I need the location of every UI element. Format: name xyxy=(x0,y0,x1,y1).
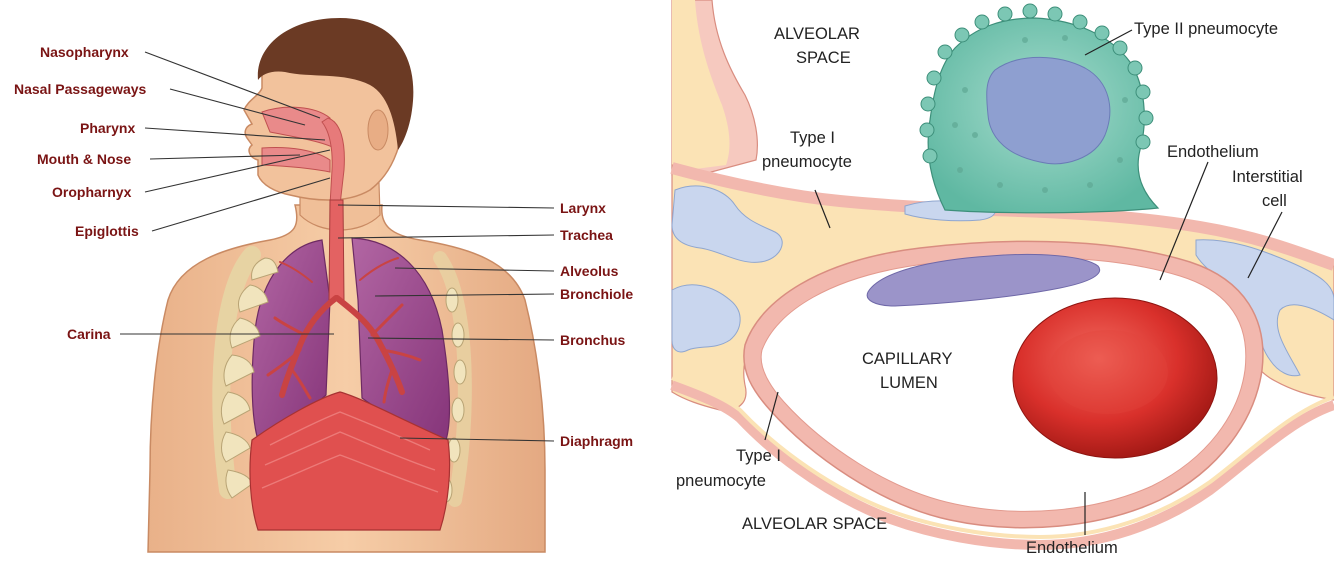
label-bronchus: Bronchus xyxy=(560,332,626,348)
label-epiglottis: Epiglottis xyxy=(75,223,139,239)
label-interstitial-1: Interstitial xyxy=(1232,168,1303,186)
label-pharynx: Pharynx xyxy=(80,120,135,136)
label-type1-top-2: pneumocyte xyxy=(762,153,852,171)
label-nasopharynx: Nasopharynx xyxy=(40,44,129,60)
label-nasal-passageways: Nasal Passageways xyxy=(14,81,147,97)
label-trachea: Trachea xyxy=(560,227,613,243)
label-mouth-nose: Mouth & Nose xyxy=(37,151,131,167)
label-type1-bottom-1: Type I xyxy=(736,447,781,465)
anatomy-illustration xyxy=(148,18,545,552)
label-alveolar-space-top-2: SPACE xyxy=(796,49,851,67)
label-carina: Carina xyxy=(67,326,111,342)
label-capillary-2: LUMEN xyxy=(880,374,938,392)
label-type1-bottom-2: pneumocyte xyxy=(676,472,766,490)
red-blood-cell-center xyxy=(1048,330,1168,414)
label-oropharnyx: Oropharnyx xyxy=(52,184,132,200)
label-larynx: Larynx xyxy=(560,200,606,216)
label-type1-top-1: Type I xyxy=(790,129,835,147)
ear xyxy=(368,110,388,150)
label-endothelium-top: Endothelium xyxy=(1167,143,1259,161)
label-alveolus: Alveolus xyxy=(560,263,619,279)
label-interstitial-2: cell xyxy=(1262,192,1287,210)
label-endothelium-bottom: Endothelium xyxy=(1026,539,1118,557)
label-alveolar-space-bottom: ALVEOLAR SPACE xyxy=(742,515,887,533)
label-type2-pneumocyte: Type II pneumocyte xyxy=(1134,20,1278,38)
label-alveolar-space-top-1: ALVEOLAR xyxy=(774,25,860,43)
label-bronchiole: Bronchiole xyxy=(560,286,633,302)
label-diaphragm: Diaphragm xyxy=(560,433,633,449)
trachea xyxy=(329,200,344,300)
label-capillary-1: CAPILLARY xyxy=(862,350,953,368)
